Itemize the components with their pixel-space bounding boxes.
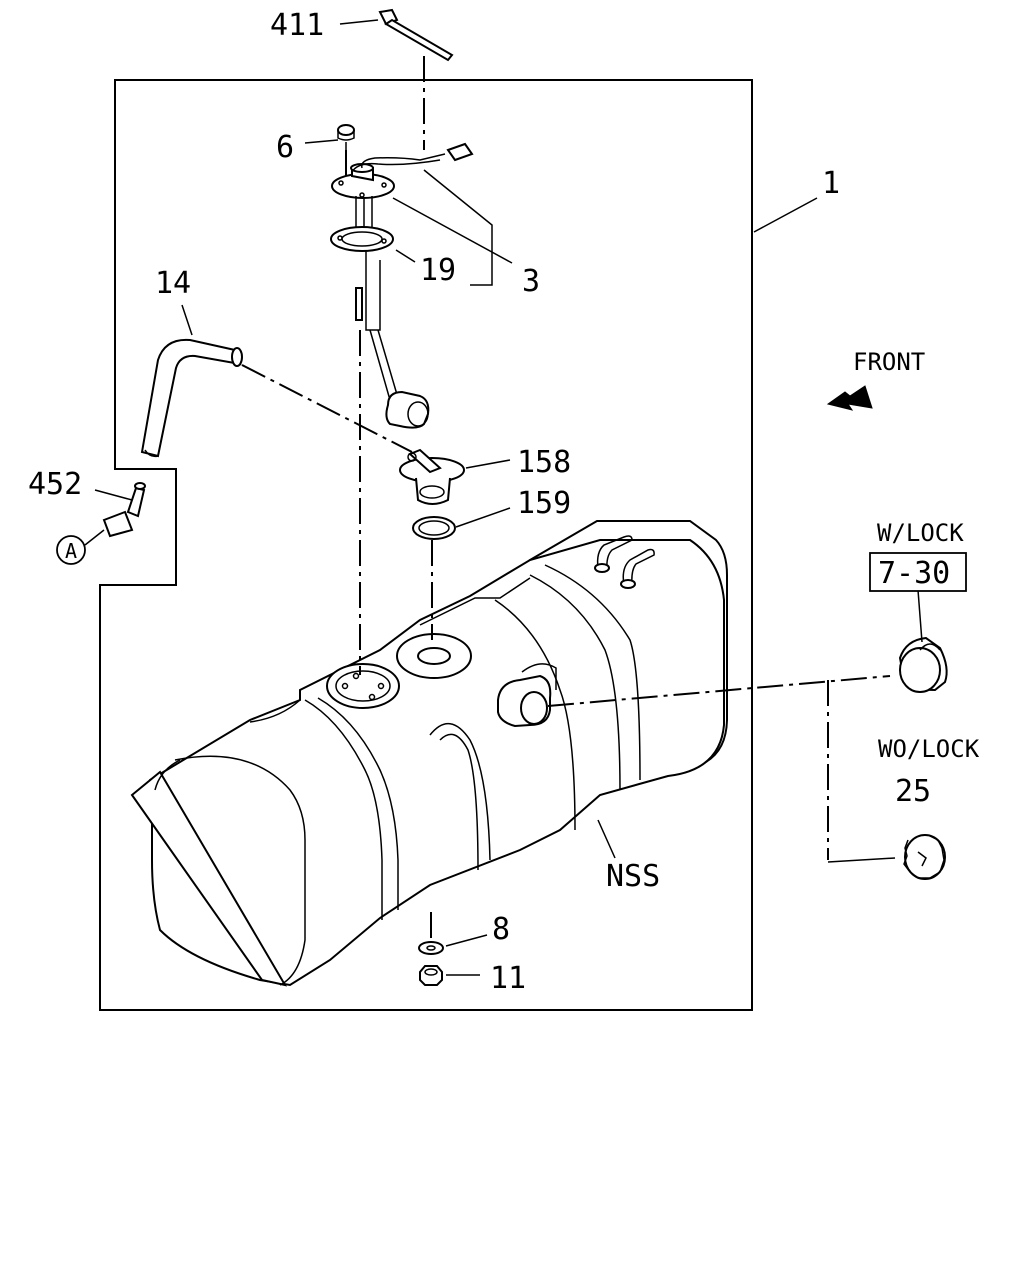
callout-411: 411 — [270, 8, 324, 43]
gasket-159 — [412, 516, 456, 540]
callout-3: 3 — [522, 264, 540, 299]
callout-6: 6 — [276, 130, 294, 165]
reference-box-7-30 — [869, 552, 967, 592]
callout-nss: NSS — [606, 859, 660, 894]
callout-19: 19 — [420, 253, 456, 288]
nut-11 — [419, 965, 443, 986]
hose-14 — [140, 338, 243, 458]
main-frame — [99, 79, 753, 1011]
circled-a-icon: A — [56, 535, 86, 565]
locking-fuel-cap — [898, 636, 948, 693]
callout-8: 8 — [492, 912, 510, 947]
callout-25: 25 — [895, 774, 931, 809]
front-arrow-icon — [826, 385, 873, 411]
fuel-tank — [130, 520, 728, 987]
callout-14: 14 — [155, 266, 191, 301]
callout-11: 11 — [490, 961, 526, 996]
pump-158 — [399, 448, 465, 505]
reference-7-30-label: 7-30 — [878, 556, 950, 591]
cable-tie-411 — [378, 8, 454, 62]
circle-a-label: A — [65, 539, 77, 563]
callout-158: 158 — [517, 445, 571, 480]
gasket-19 — [330, 226, 394, 252]
w-lock-label: W/LOCK — [877, 519, 964, 547]
callout-1: 1 — [822, 166, 840, 201]
front-label: FRONT — [853, 348, 925, 376]
fitting-452 — [102, 482, 146, 538]
washer-8 — [418, 941, 444, 955]
screw-6 — [337, 124, 355, 150]
fuel-cap-25 — [903, 834, 946, 880]
wo-lock-label: WO/LOCK — [878, 735, 980, 763]
callout-159: 159 — [517, 486, 571, 521]
callout-452: 452 — [28, 467, 82, 502]
fuel-sender-unit — [331, 142, 474, 429]
